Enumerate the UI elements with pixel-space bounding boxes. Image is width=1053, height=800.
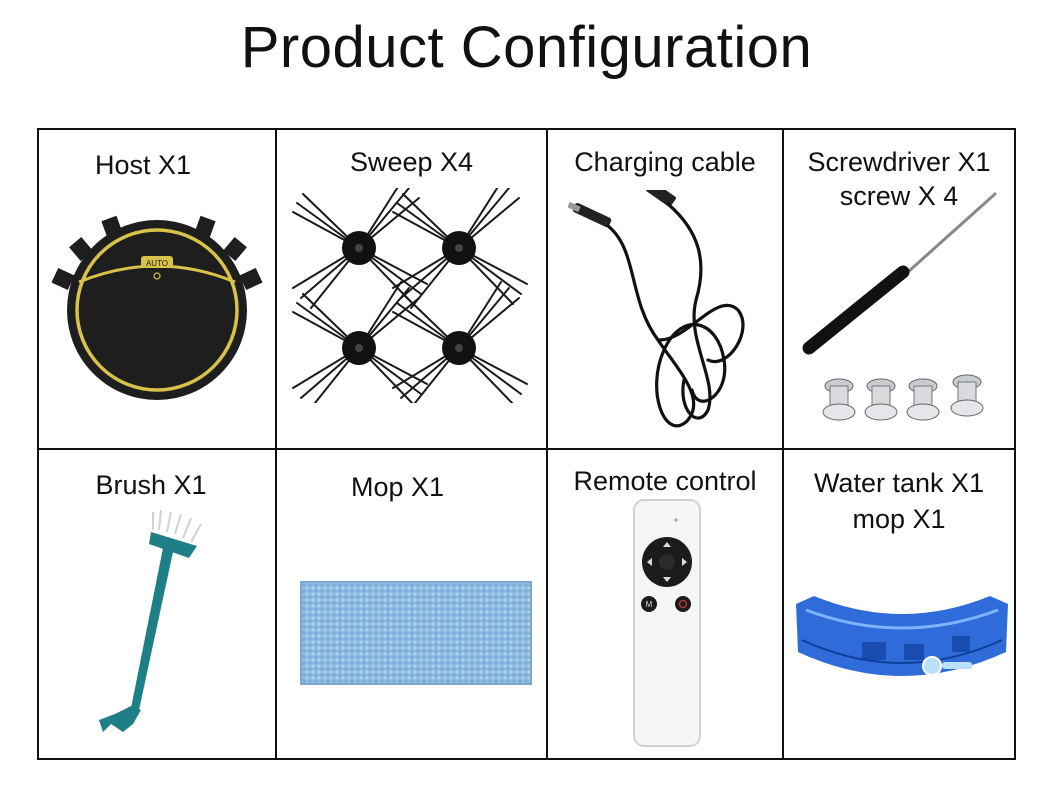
robot-vacuum-image: AUTO	[51, 215, 263, 400]
product-grid: Host X1 AUTO Sweep X4	[37, 128, 1016, 760]
remote-control-image: M	[633, 499, 701, 747]
brush-label: Brush X1	[95, 470, 207, 500]
screw-icons	[822, 374, 984, 421]
page-title: Product Configuration	[240, 15, 813, 80]
svg-text:M: M	[646, 600, 653, 609]
sweep-label: Sweep X4	[349, 147, 474, 177]
cell-brush: Brush X1	[39, 450, 277, 758]
cell-sweep: Sweep X4	[277, 130, 548, 450]
cell-host: Host X1 AUTO	[39, 130, 277, 450]
screwdriver-and-screws-image	[802, 192, 997, 421]
water-tank-image	[796, 596, 1008, 676]
cleaning-brush-image	[99, 510, 202, 732]
tank-mop-label: mop X1	[852, 504, 946, 534]
screw-label: screw X 4	[839, 181, 959, 211]
mop-label: Mop X1	[350, 472, 445, 502]
cell-screwdriver: Screwdriver X1 screw X 4	[784, 130, 1014, 450]
water-tank-label: Water tank X1	[813, 468, 985, 498]
robot-badge-text: AUTO	[146, 259, 168, 268]
charging-cable-image	[568, 190, 745, 428]
cell-water-tank: Water tank X1 mop X1	[784, 450, 1014, 758]
host-label: Host X1	[94, 150, 192, 180]
cell-mop: Mop X1	[277, 450, 548, 758]
charging-cable-label: Charging cable	[574, 147, 756, 177]
cell-remote-control: Remote control M	[548, 450, 784, 758]
remote-control-label: Remote control	[573, 466, 757, 496]
side-brushes-image	[292, 188, 528, 403]
screwdriver-label: Screwdriver X1	[807, 147, 991, 177]
mop-pad-image	[300, 581, 532, 685]
cell-charging-cable: Charging cable	[548, 130, 784, 450]
